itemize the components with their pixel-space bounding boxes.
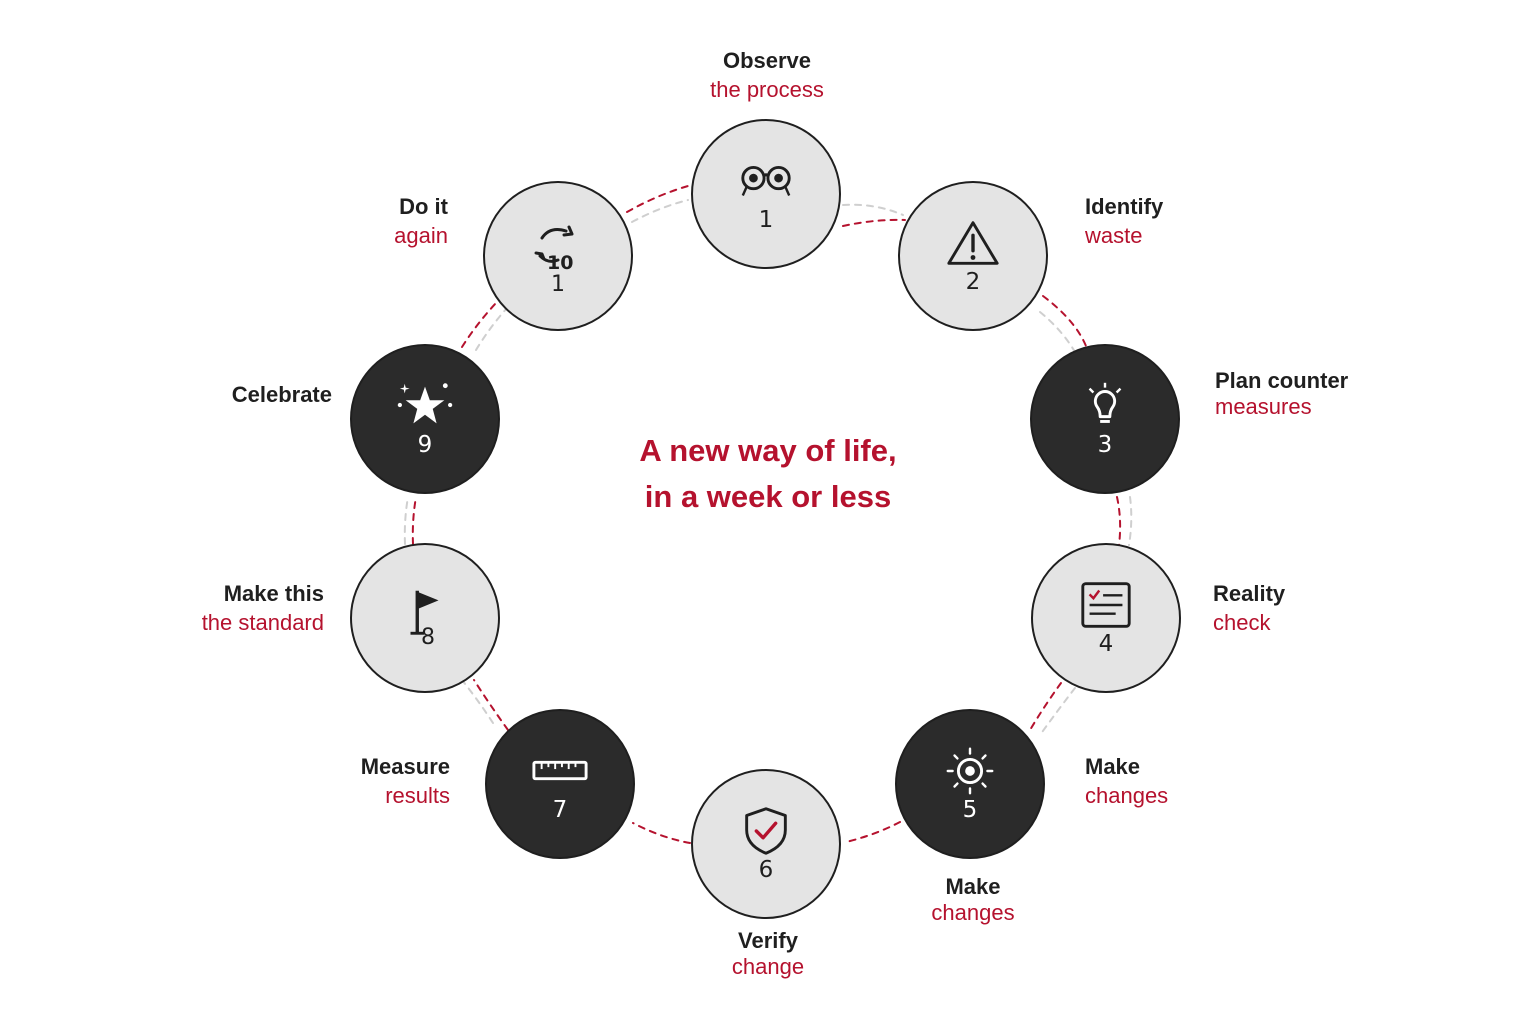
connector-5-6 — [845, 821, 901, 843]
step-10-circle: 10 1 — [483, 181, 633, 331]
step-2-subtitle: waste — [1085, 223, 1143, 248]
connector-6-7 — [632, 822, 691, 844]
step-8-label: Make this the standard — [154, 579, 324, 637]
step-4-label: Reality check — [1213, 579, 1285, 637]
step-6-label: Verify change — [668, 926, 868, 979]
connector-3-4 — [1116, 496, 1122, 546]
step-5-circle: 5 — [895, 709, 1045, 859]
sun-icon — [946, 747, 994, 795]
step-7-subtitle: results — [385, 783, 450, 808]
step-8-title: Make this — [223, 581, 324, 606]
step-1-label: Observe the process — [667, 46, 867, 104]
warning-triangle-icon — [947, 221, 999, 265]
step-1-circle: 1 — [691, 119, 841, 269]
star-sparkle-icon — [397, 383, 453, 424]
step-6-subtitle: change — [731, 954, 805, 979]
step-6-number: 6 — [758, 857, 774, 883]
step-9-number: 9 — [417, 432, 433, 458]
step-2-circle: 2 — [898, 181, 1048, 331]
step-10-title: Do it — [399, 194, 448, 219]
center-heading-line2: in a week or less — [644, 479, 892, 514]
center-heading: A new way of life, in a week or less — [568, 428, 968, 520]
step-4-title: Reality — [1213, 581, 1286, 606]
step-8-subtitle: the standard — [201, 610, 324, 635]
step-5-subtitle: changes — [1085, 783, 1169, 808]
step-4-circle: 4 — [1031, 543, 1181, 693]
connector-8-9 — [411, 496, 417, 545]
step-10-number: 1 — [551, 272, 565, 297]
step-1-subtitle: the process — [710, 77, 824, 102]
connector-2-3 — [1042, 295, 1087, 347]
binoculars-icon — [741, 166, 791, 196]
step-8-circle: 8 — [350, 543, 500, 693]
step-3-title: Plan counter — [1215, 368, 1349, 393]
step-5-extra-title: Make — [945, 874, 1001, 899]
step-9-label: Celebrate — [182, 380, 332, 409]
step-5-number: 5 — [962, 797, 978, 823]
step-2-number: 2 — [965, 269, 981, 295]
step-10-number-overlay: 10 — [547, 252, 574, 274]
checklist-icon — [1081, 582, 1131, 628]
step-9-circle: 9 — [350, 344, 500, 494]
center-heading-line1: A new way of life, — [639, 433, 897, 468]
step-6-circle: 6 — [691, 769, 841, 919]
step-3-circle: 3 — [1030, 344, 1180, 494]
connector-4-5 — [1029, 682, 1062, 731]
lightbulb-icon — [1088, 382, 1122, 423]
step-7-label: Measure results — [300, 752, 450, 810]
step-10-subtitle: again — [394, 223, 448, 248]
step-5-label: Make changes — [1085, 752, 1168, 810]
step-3-label: Plan counter measures — [1215, 368, 1348, 420]
step-3-number: 3 — [1097, 432, 1113, 458]
step-5-extra-subtitle: changes — [931, 900, 1015, 925]
step-4-subtitle: check — [1213, 610, 1271, 635]
step-5-extra-label: Make changes — [893, 872, 1053, 925]
step-2-label: Identify waste — [1085, 192, 1163, 250]
step-7-title: Measure — [360, 754, 450, 779]
connector-10-1 — [626, 185, 689, 213]
step-10-icon-wrap: 10 — [528, 216, 588, 276]
step-10-label: Do it again — [300, 192, 448, 250]
step-2-title: Identify — [1085, 194, 1164, 219]
connector-7-8 — [473, 679, 509, 731]
step-1-title: Observe — [722, 48, 812, 73]
step-6-title: Verify — [738, 928, 798, 953]
step-5-title: Make — [1085, 754, 1141, 779]
step-8-number: 8 — [421, 625, 435, 650]
step-7-circle: 7 — [485, 709, 635, 859]
flag-icon — [410, 590, 439, 635]
step-9-title: Celebrate — [231, 382, 332, 407]
cycle-arrows-icon — [534, 225, 574, 263]
step-1-number: 1 — [758, 207, 774, 233]
connector-9-10 — [461, 301, 498, 348]
connector-1-2 — [842, 218, 906, 227]
ruler-icon — [532, 760, 588, 781]
step-4-number: 4 — [1098, 631, 1114, 657]
step-3-subtitle: measures — [1215, 394, 1312, 419]
step-7-number: 7 — [552, 797, 568, 823]
shield-check-icon — [745, 807, 787, 855]
